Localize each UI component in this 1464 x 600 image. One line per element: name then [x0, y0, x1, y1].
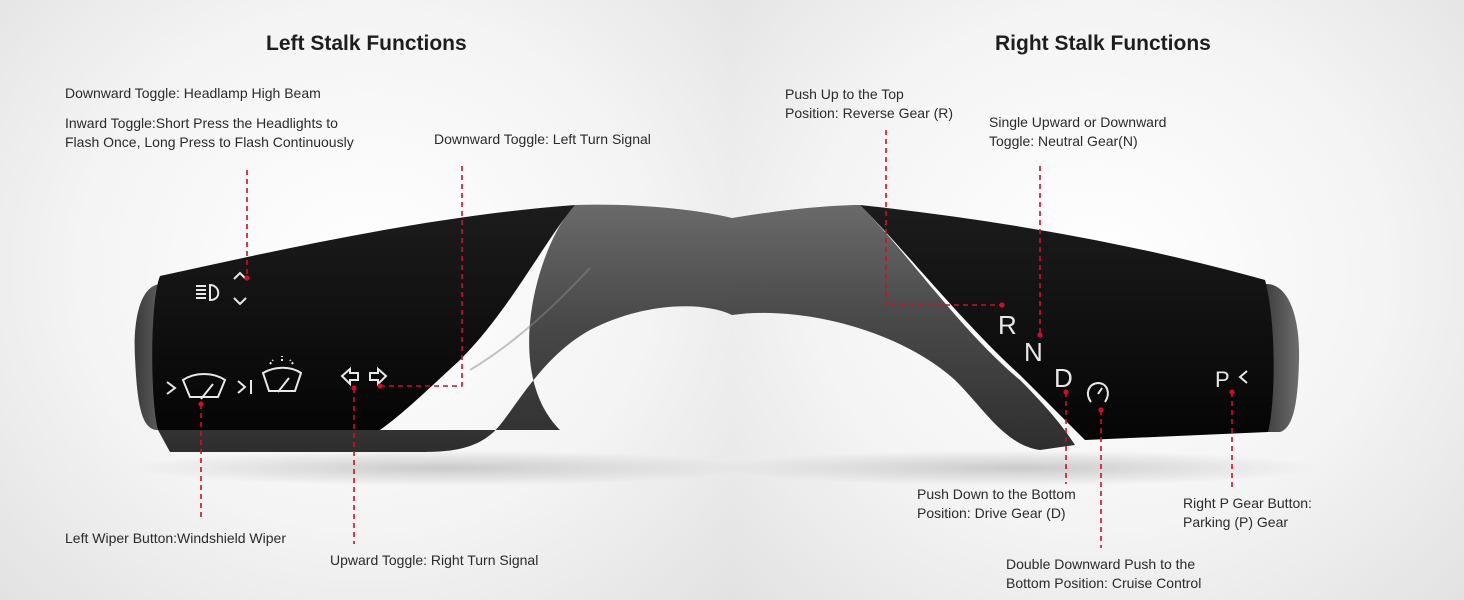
washer-wiper-icon: [261, 356, 303, 393]
right-stalk-shadow: [720, 450, 1320, 486]
chevron-left-icon: [1238, 370, 1248, 384]
leader-reverse: [885, 130, 1002, 306]
leader-left-turn: [380, 166, 463, 387]
label-left-turn: Downward Toggle: Left Turn Signal: [434, 131, 651, 147]
right-stalk-black-body: [860, 205, 1274, 440]
leader-dot-reverse: [999, 302, 1005, 308]
chevron-right-icon: [166, 381, 177, 395]
gear-letter-d: D: [1054, 363, 1073, 393]
leader-dots: [198, 275, 1235, 413]
arrow-left-icon: [340, 366, 359, 387]
leader-dot-wiper: [198, 401, 204, 407]
skip-forward-icon: [237, 380, 252, 394]
leader-dot-cruise: [1098, 407, 1104, 413]
left-stalk-sheen: [469, 267, 591, 371]
high-beam-icon: [196, 283, 220, 302]
right-stalk-grey-body: [732, 205, 1075, 450]
left-stalk: [134, 204, 732, 452]
leader-dot-right-turn: [351, 385, 357, 391]
left-stalk-shadow: [130, 450, 750, 486]
leader-dot-left-turn: [377, 383, 383, 389]
windshield-wiper-icon: [181, 373, 227, 400]
chevron-up-icon: [233, 271, 247, 280]
gear-letter-p: P: [1215, 367, 1230, 392]
label-reverse: Push Up to the Top Position: Reverse Gea…: [785, 86, 954, 121]
left-title: Left Stalk Functions: [266, 32, 467, 55]
chevron-down-icon: [233, 297, 247, 306]
label-neutral: Single Upward or Downward Toggle: Neutra…: [989, 114, 1167, 149]
label-wiper: Left Wiper Button:Windshield Wiper: [65, 530, 286, 546]
right-title: Right Stalk Functions: [995, 32, 1211, 55]
gear-letter-r: R: [998, 310, 1017, 340]
left-stalk-grey-body: [158, 204, 732, 452]
leader-dot-park: [1229, 389, 1235, 395]
label-flash: Inward Toggle:Short Press the Headlights…: [65, 115, 354, 150]
right-stalk: [732, 205, 1300, 450]
leader-dot-high-beam: [244, 275, 250, 281]
label-park: Right P Gear Button: Parking (P) Gear: [1183, 495, 1312, 530]
leader-dot-neutral: [1037, 332, 1043, 338]
label-cruise: Double Downward Push to the Bottom Posit…: [1006, 556, 1202, 591]
label-drive: Push Down to the Bottom Position: Drive …: [917, 486, 1076, 521]
gear-letter-n: N: [1024, 337, 1043, 367]
label-high-beam: Downward Toggle: Headlamp High Beam: [65, 85, 321, 101]
cruise-control-icon: [1086, 381, 1109, 403]
leader-lines: [200, 130, 1233, 548]
left-stalk-black-body: [152, 205, 575, 430]
label-right-turn: Upward Toggle: Right Turn Signal: [330, 552, 539, 568]
arrow-right-icon: [369, 366, 388, 387]
leader-dot-drive: [1063, 389, 1069, 395]
